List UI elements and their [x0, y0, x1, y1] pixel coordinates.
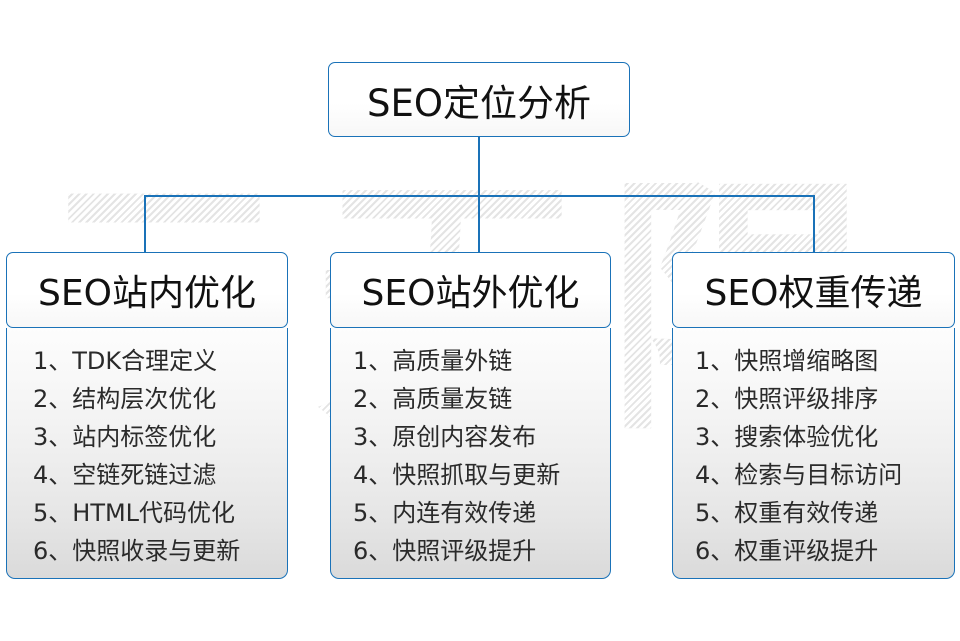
list-item[interactable]: 3、搜索体验优化 [695, 423, 879, 451]
column-header-1-label: SEO站内优化 [38, 273, 256, 314]
list-item[interactable]: 6、快照评级提升 [353, 537, 537, 565]
column-header-3[interactable]: SEO权重传递 [672, 252, 955, 328]
list-item[interactable]: 3、原创内容发布 [353, 423, 537, 451]
connector-drop-col2 [478, 195, 480, 253]
column-body-3: 1、快照增缩略图 2、快照评级排序 3、搜索体验优化 4、检索与目标访问 5、权… [672, 328, 955, 579]
list-item[interactable]: 1、TDK合理定义 [33, 347, 218, 375]
column-body-2: 1、高质量外链 2、高质量友链 3、原创内容发布 4、快照抓取与更新 5、内连有… [330, 328, 611, 579]
list-item[interactable]: 4、检索与目标访问 [695, 461, 903, 489]
column-list-1: 1、TDK合理定义 2、结构层次优化 3、站内标签优化 4、空链死链过滤 5、H… [7, 328, 287, 570]
list-item[interactable]: 6、快照收录与更新 [33, 537, 241, 565]
list-item[interactable]: 1、高质量外链 [353, 347, 513, 375]
connector-drop-col1 [144, 195, 146, 253]
list-item[interactable]: 3、站内标签优化 [33, 423, 217, 451]
list-item[interactable]: 4、快照抓取与更新 [353, 461, 561, 489]
node-root[interactable]: SEO定位分析 [328, 62, 630, 137]
column-header-2-label: SEO站外优化 [361, 273, 580, 314]
list-item[interactable]: 2、结构层次优化 [33, 385, 217, 413]
column-header-1[interactable]: SEO站内优化 [6, 252, 288, 328]
connector-root-stem [478, 136, 480, 196]
list-item[interactable]: 4、空链死链过滤 [33, 461, 217, 489]
column-header-2[interactable]: SEO站外优化 [330, 252, 611, 328]
column-list-3: 1、快照增缩略图 2、快照评级排序 3、搜索体验优化 4、检索与目标访问 5、权… [673, 328, 954, 570]
column-list-2: 1、高质量外链 2、高质量友链 3、原创内容发布 4、快照抓取与更新 5、内连有… [331, 328, 610, 570]
column-header-3-label: SEO权重传递 [704, 273, 923, 314]
list-item[interactable]: 5、权重有效传递 [695, 499, 879, 527]
list-item[interactable]: 5、内连有效传递 [353, 499, 537, 527]
node-root-label: SEO定位分析 [367, 81, 591, 125]
connector-drop-col3 [813, 195, 815, 253]
column-body-1: 1、TDK合理定义 2、结构层次优化 3、站内标签优化 4、空链死链过滤 5、H… [6, 328, 288, 579]
list-item[interactable]: 2、高质量友链 [353, 385, 513, 413]
list-item[interactable]: 1、快照增缩略图 [695, 347, 879, 375]
list-item[interactable]: 2、快照评级排序 [695, 385, 879, 413]
list-item[interactable]: 6、权重评级提升 [695, 537, 879, 565]
list-item[interactable]: 5、HTML代码优化 [33, 499, 236, 527]
